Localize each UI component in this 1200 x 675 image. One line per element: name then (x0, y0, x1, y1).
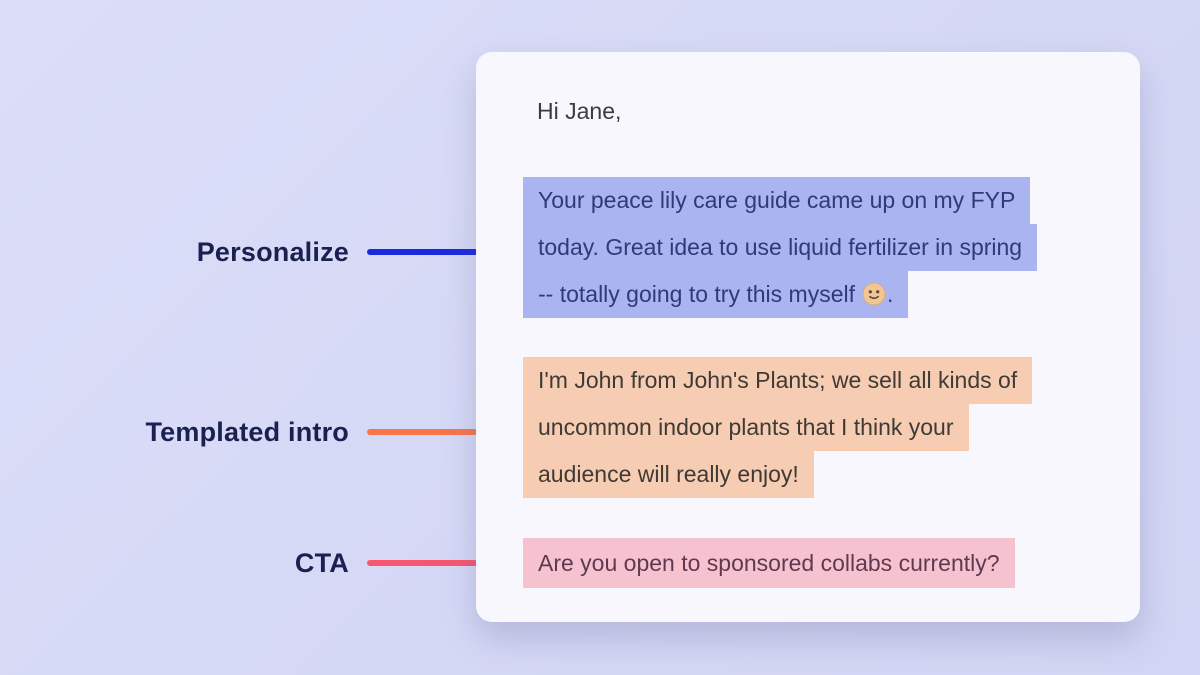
highlighted-text-line: I'm John from John's Plants; we sell all… (523, 357, 1033, 404)
email-paragraph-personalize: Your peace lily care guide came up on my… (523, 177, 1038, 318)
highlighted-text-line: audience will really enjoy! (523, 451, 814, 498)
highlighted-text: -- totally going to try this myself (538, 281, 855, 307)
email-greeting: Hi Jane, (537, 98, 622, 124)
email-paragraph-cta: Are you open to sponsored collabs curren… (523, 538, 1015, 588)
connector-line-blue (367, 249, 490, 255)
slightly-smiling-face-emoji-icon (862, 282, 886, 306)
email-card: Hi Jane, Your peace lily care guide came… (476, 52, 1140, 622)
annotation-label-templated-intro: Templated intro (145, 416, 349, 447)
highlighted-text-line: Your peace lily care guide came up on my… (523, 177, 1031, 224)
highlighted-text-line: uncommon indoor plants that I think your (523, 404, 969, 451)
annotation-label-personalize: Personalize (196, 236, 349, 267)
annotation-label-cta: CTA (294, 547, 349, 578)
email-paragraph-templated-intro: I'm John from John's Plants; we sell all… (523, 357, 1033, 498)
annotation-row-cta: CTA (0, 543, 512, 583)
connector-line-orange (367, 429, 490, 435)
annotation-row-templated-intro: Templated intro (0, 412, 512, 452)
connector-line-pink (367, 560, 490, 566)
annotation-row-personalize: Personalize (0, 232, 512, 272)
highlighted-text-line: -- totally going to try this myself. (523, 271, 909, 318)
highlighted-text-line: Are you open to sponsored collabs curren… (523, 538, 1015, 588)
highlighted-text: . (887, 281, 894, 307)
highlighted-text-line: today. Great idea to use liquid fertiliz… (523, 224, 1038, 271)
